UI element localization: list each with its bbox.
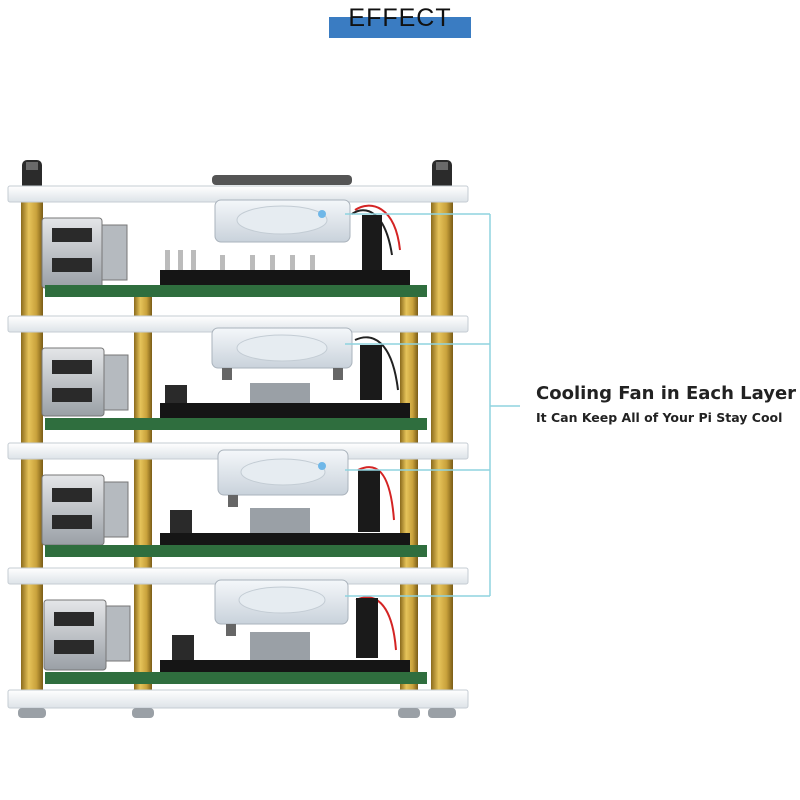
usb-ports [43, 599, 131, 671]
top-nut-right [432, 160, 452, 190]
caption-title: Cooling Fan in Each Layer [536, 383, 797, 404]
pcb-board [45, 285, 427, 297]
top-nut-left [22, 160, 42, 190]
gpio-header [160, 250, 410, 286]
pcb-board [45, 672, 427, 684]
bottom-nut-left [18, 708, 46, 718]
usb-ports [41, 347, 129, 417]
layer-1 [7, 175, 469, 297]
cooling-fan [217, 449, 349, 507]
header-band [329, 17, 471, 38]
standoff-mid-right [400, 285, 418, 705]
bottom-nut-mid-right [398, 708, 420, 718]
product-photo [7, 160, 520, 718]
leader-lines [345, 213, 520, 597]
layer-3 [7, 442, 469, 557]
usb-ports [41, 474, 129, 546]
standoff-mid-left [134, 285, 152, 705]
layer-2 [7, 315, 469, 430]
cooling-fan [212, 175, 352, 243]
pcb-board [45, 545, 427, 557]
bottom-nut-right [428, 708, 456, 718]
usb-ports [41, 217, 128, 289]
gpio-header [160, 383, 410, 419]
bottom-nut-mid-left [132, 708, 154, 718]
layer-4 [7, 567, 469, 709]
caption-subtitle: It Can Keep All of Your Pi Stay Cool [536, 410, 783, 425]
header-title: EFFECT [348, 4, 452, 32]
cooling-fan [214, 579, 349, 636]
cooling-fan [211, 327, 353, 380]
acrylic-plate [7, 689, 469, 709]
pcb-board [45, 418, 427, 430]
